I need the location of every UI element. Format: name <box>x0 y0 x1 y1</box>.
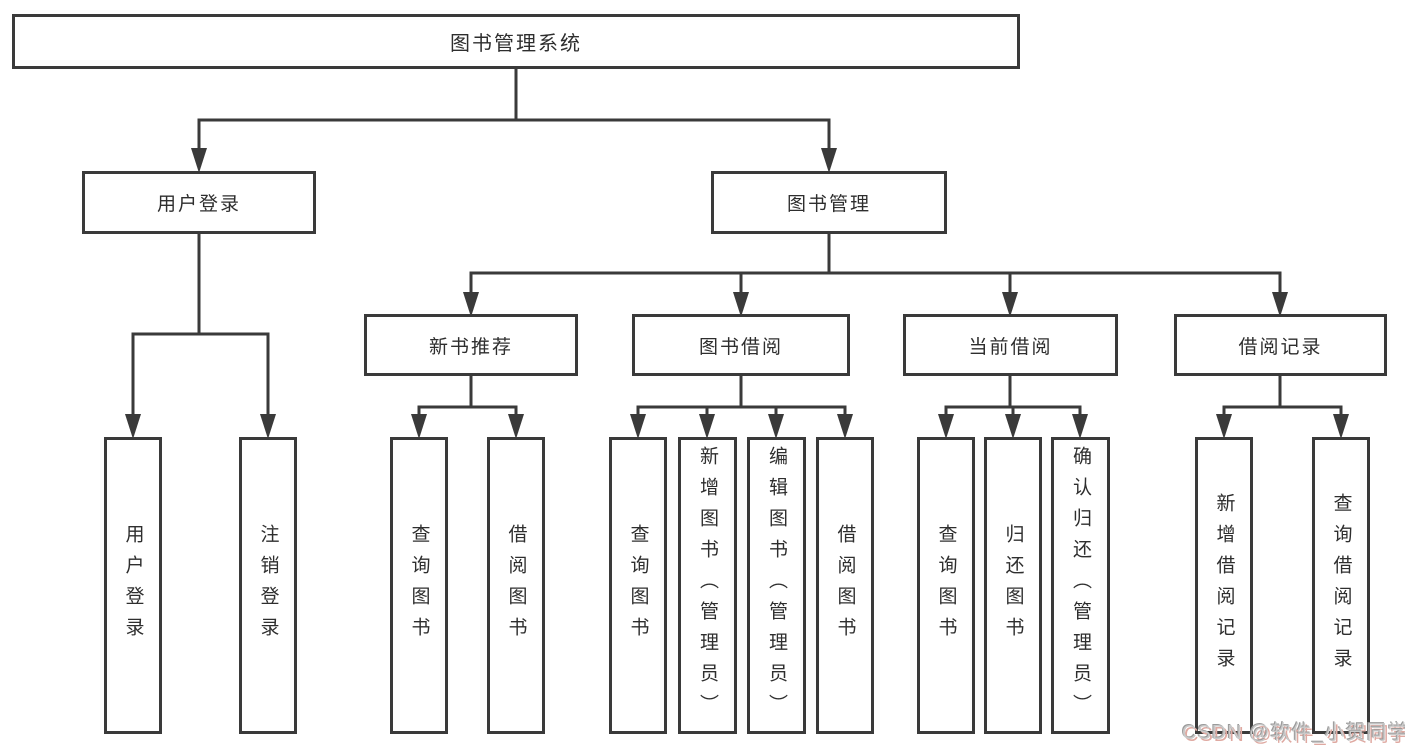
node-label: 确认归还（管理员） <box>1070 446 1091 725</box>
arrowhead <box>1072 414 1088 439</box>
node-label: 图书管理系统 <box>450 33 582 55</box>
node-label: 图书管理 <box>786 194 871 215</box>
node-label: 注销登录 <box>257 523 279 648</box>
arrowhead <box>1272 292 1288 317</box>
arrowhead <box>125 414 141 439</box>
node-user-login: 用户登录 <box>82 171 316 234</box>
csdn-watermark: CSDN @软件_小贺同学 <box>1182 722 1405 744</box>
leaf-newbooks-borrow-books: 借阅图书 <box>487 437 545 734</box>
node-label: 借阅记录 <box>1238 336 1323 358</box>
leaf-records-add-borrow-record: 新增借阅记录 <box>1195 437 1253 734</box>
leaf-user-login: 用户登录 <box>104 437 162 734</box>
arrowhead <box>837 414 853 439</box>
node-label: 新增图书（管理员） <box>697 446 718 725</box>
arrowhead <box>938 414 954 439</box>
arrowhead <box>1005 414 1021 439</box>
node-label: 归还图书 <box>1002 523 1024 648</box>
node-label: 新书推荐 <box>428 336 513 358</box>
arrowhead <box>191 148 207 173</box>
leaf-newbooks-query-books: 查询图书 <box>390 437 448 734</box>
arrowhead <box>260 414 276 439</box>
arrowhead <box>630 414 646 439</box>
leaf-bookborrow-borrow-books: 借阅图书 <box>816 437 874 734</box>
arrowhead <box>733 292 749 317</box>
arrowhead <box>463 292 479 317</box>
arrowhead <box>508 414 524 439</box>
node-label: 当前借阅 <box>968 336 1053 358</box>
leaf-logout-login: 注销登录 <box>239 437 297 734</box>
node-label: 查询图书 <box>408 523 430 648</box>
node-book-management: 图书管理 <box>711 171 947 234</box>
node-current-borrow: 当前借阅 <box>903 314 1118 376</box>
leaf-bookborrow-edit-books-admin: 编辑图书（管理员） <box>747 437 806 734</box>
leaf-records-query-borrow-record: 查询借阅记录 <box>1312 437 1370 734</box>
node-label: 图书借阅 <box>698 336 783 358</box>
node-label: 查询图书 <box>627 523 649 648</box>
arrowhead <box>1216 414 1232 439</box>
node-label: 借阅图书 <box>505 523 527 648</box>
leaf-currentborrow-confirm-return-admin: 确认归还（管理员） <box>1051 437 1110 734</box>
arrowhead <box>1333 414 1349 439</box>
leaf-currentborrow-return-books: 归还图书 <box>984 437 1042 734</box>
node-label: 新增借阅记录 <box>1213 492 1235 679</box>
leaf-bookborrow-add-books-admin: 新增图书（管理员） <box>678 437 737 734</box>
leaf-bookborrow-query-books: 查询图书 <box>609 437 667 734</box>
node-library-management-system: 图书管理系统 <box>12 14 1020 69</box>
node-label: 查询借阅记录 <box>1330 492 1352 679</box>
leaf-currentborrow-query-books: 查询图书 <box>917 437 975 734</box>
node-borrow-records: 借阅记录 <box>1174 314 1387 376</box>
arrowhead <box>411 414 427 439</box>
node-book-borrow: 图书借阅 <box>632 314 850 376</box>
arrowhead <box>699 414 715 439</box>
arrowhead <box>821 148 837 173</box>
node-label: 用户登录 <box>122 523 144 648</box>
arrowhead <box>768 414 784 439</box>
node-new-book-recommend: 新书推荐 <box>364 314 578 376</box>
node-label: 编辑图书（管理员） <box>766 446 787 725</box>
node-label: 用户登录 <box>156 194 241 215</box>
node-label: 借阅图书 <box>834 523 856 648</box>
arrowhead <box>1002 292 1018 317</box>
node-label: 查询图书 <box>935 523 957 648</box>
